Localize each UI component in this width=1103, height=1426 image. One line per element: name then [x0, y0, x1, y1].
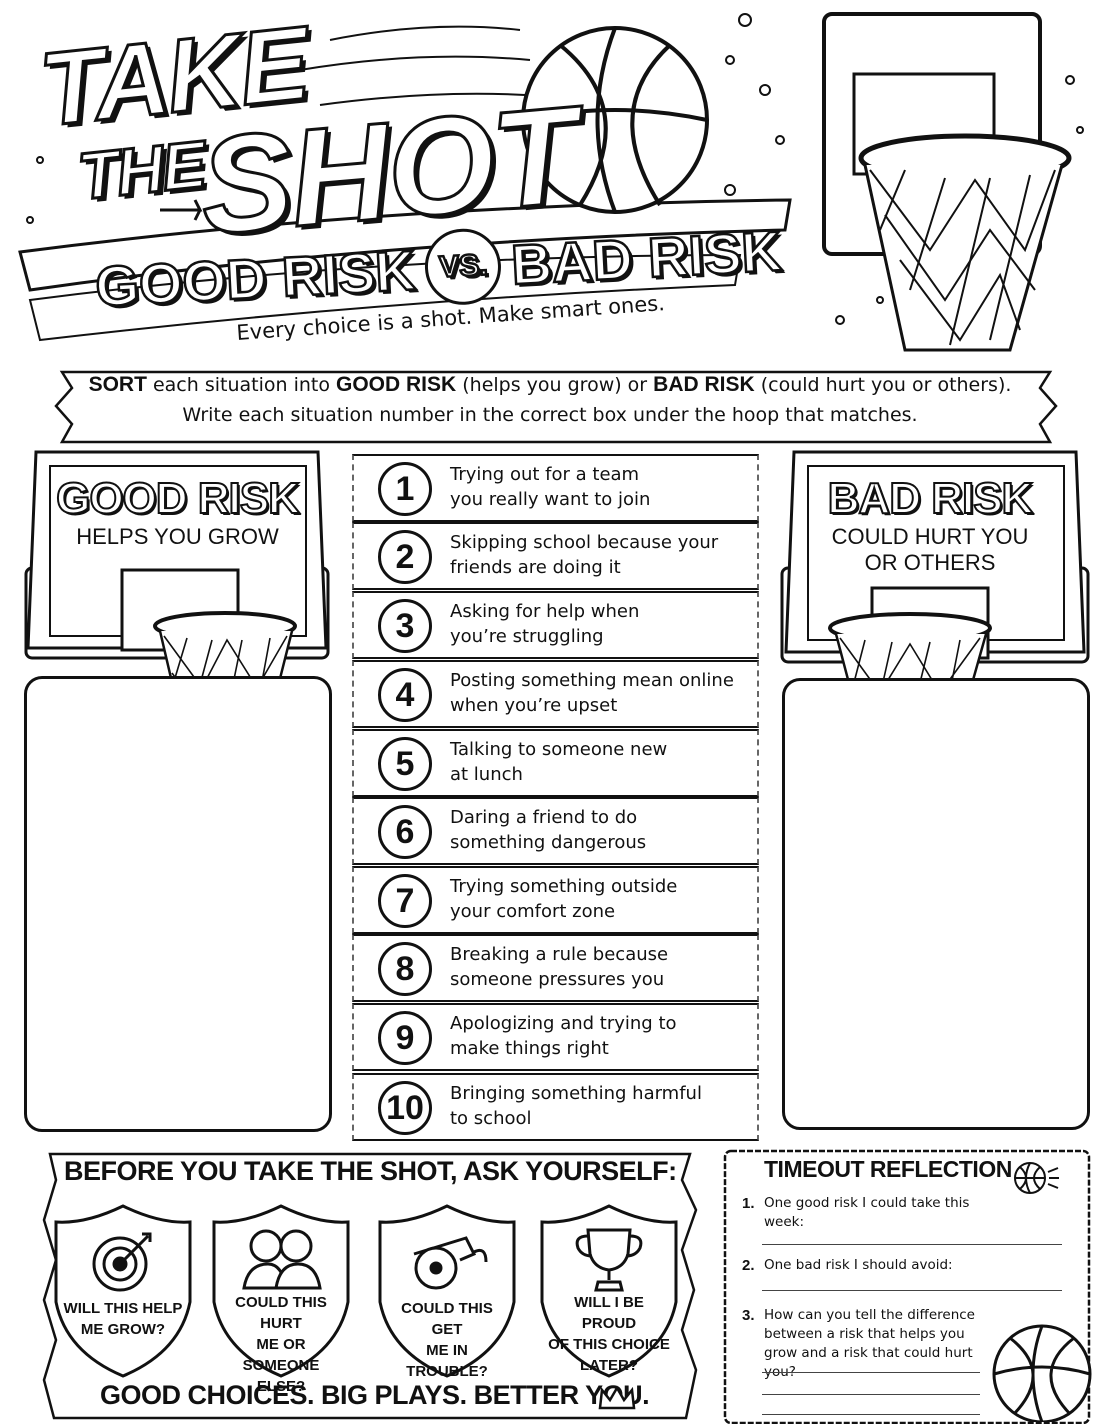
situation-number: 2 [378, 530, 432, 584]
question-1: 1.One good risk I could take this week: [742, 1195, 970, 1230]
bad-risk-header: BAD RISK COULD HURT YOU OR OTHERS [805, 473, 1055, 576]
instructions-frame [54, 370, 1058, 444]
answer-line-1[interactable] [762, 1244, 1062, 1245]
situation-number: 3 [378, 599, 432, 653]
answer-line-2[interactable] [762, 1290, 1062, 1291]
situation-number: 1 [378, 462, 432, 516]
good-risk-title: GOOD RISK [55, 473, 301, 524]
answer-line-3c[interactable] [762, 1414, 980, 1415]
basketball-icon [521, 26, 709, 214]
good-risk-subtitle: HELPS YOU GROW [76, 524, 279, 549]
situation-number: 7 [378, 874, 432, 928]
situation-number: 9 [378, 1011, 432, 1065]
ask-title: BEFORE YOU TAKE THE SHOT, ASK YOURSELF: [64, 1156, 677, 1186]
question-2: 2.One bad risk I should avoid: [742, 1257, 953, 1274]
header-art [18, 12, 1084, 352]
instructions-line-2: Write each situation number in the corre… [182, 404, 918, 426]
header: TAKE THE SHOT GOOD RISK VS. BAD RISK Eve… [0, 0, 1103, 365]
banner-vs-badge: VS. [423, 226, 504, 307]
title-the: THE [73, 125, 209, 215]
instructions-line-1: SORT each situation into GOOD RISK (help… [88, 373, 1012, 396]
ask-frame [42, 1152, 698, 1420]
situation-number: 5 [378, 737, 432, 791]
situation-number: 4 [378, 668, 432, 722]
people-icon [242, 1229, 322, 1290]
banner-bad-risk: BAD RISK [508, 217, 784, 297]
good-risk-hoop-art [24, 450, 330, 740]
answer-line-3b[interactable] [762, 1394, 980, 1395]
instructions: SORT each situation into GOOD RISK (help… [40, 370, 1060, 442]
timeout-title: TIMEOUT REFLECTION [764, 1156, 1012, 1182]
good-risk-header: GOOD RISK HELPS YOU GROW [50, 473, 305, 550]
bad-risk-subtitle-1: COULD HURT YOU [831, 524, 1029, 549]
answer-line-3a[interactable] [762, 1372, 980, 1373]
bad-risk-title: BAD RISK [827, 473, 1035, 524]
basketball-hoop-icon [822, 12, 1072, 352]
trophy-icon [575, 1228, 643, 1292]
crown-icon [598, 1385, 636, 1410]
footer-slogan: GOOD CHOICES. BIG PLAYS. BETTER YOU. [100, 1380, 650, 1410]
bad-risk-answer-box[interactable] [782, 678, 1090, 1130]
large-basketball-icon [992, 1324, 1092, 1422]
question-3: 3.How can you tell the difference betwee… [742, 1307, 975, 1380]
whistle-icon [413, 1236, 488, 1290]
ask-yourself-section: BEFORE YOU TAKE THE SHOT, ASK YOURSELF: … [40, 1150, 700, 1422]
situation-number: 8 [378, 942, 432, 996]
timeout-reflection: TIMEOUT REFLECTION 1.One good risk I cou… [722, 1148, 1094, 1424]
situation-number: 10 [378, 1081, 432, 1135]
bad-risk-subtitle-2: OR OTHERS [864, 550, 996, 575]
banner-good-risk: GOOD RISK [93, 237, 419, 319]
small-basketball-icon [1014, 1162, 1059, 1194]
target-icon [92, 1232, 152, 1292]
situation-number: 6 [378, 805, 432, 859]
good-risk-answer-box[interactable] [24, 676, 332, 1132]
